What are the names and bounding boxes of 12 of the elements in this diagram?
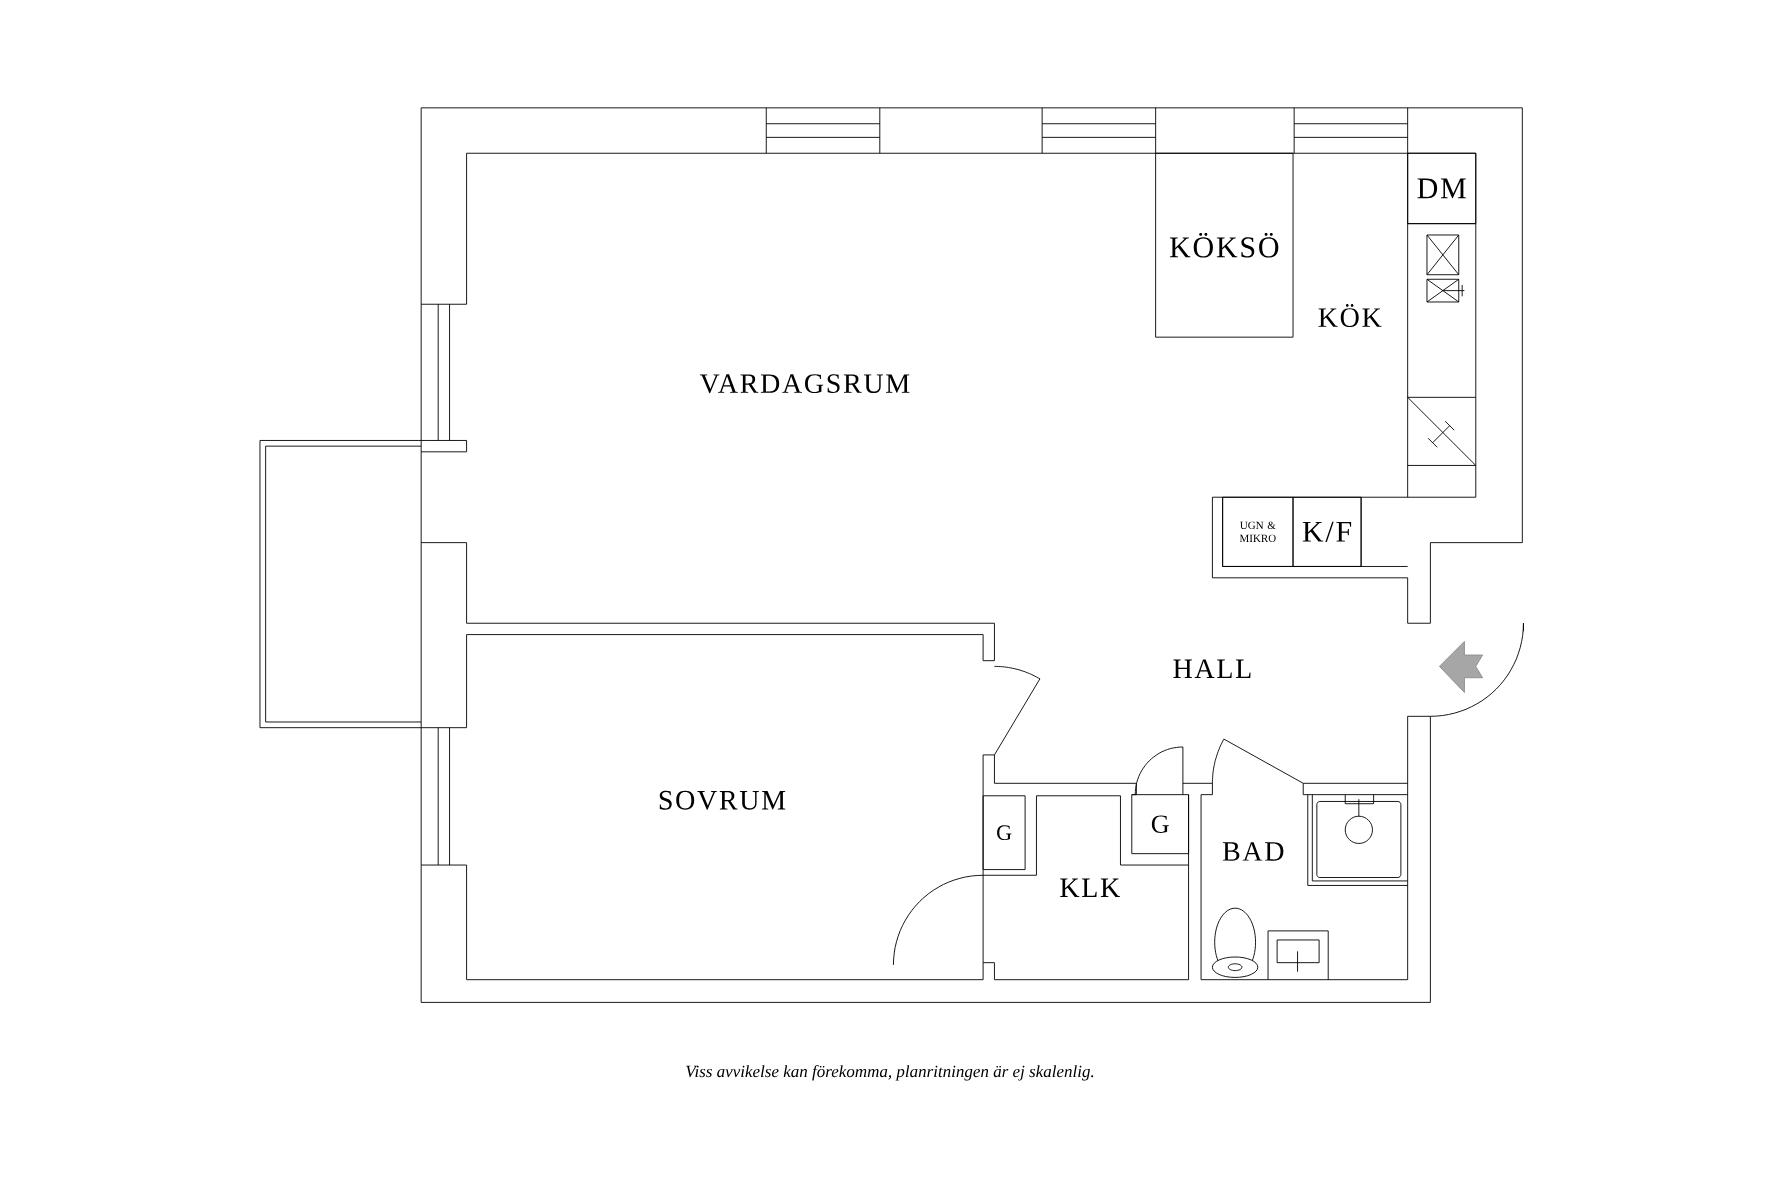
appliance-box: UGN & MIKRO	[1222, 496, 1294, 567]
cabinet-box: G	[1131, 794, 1190, 854]
room-label: VARDAGSRUM	[699, 374, 910, 393]
cabinet-box: K/F	[1292, 496, 1362, 567]
caption: Viss avvikelse kan förekomma, planritningen är ej skalenlig.	[686, 1064, 1094, 1081]
room-label: SOVRUM	[659, 790, 786, 810]
room-label: BAD	[1222, 841, 1284, 861]
room-label: KLK	[1060, 878, 1120, 897]
island-box: KÖKSÖ	[1155, 152, 1294, 338]
room-label: HALL	[1173, 659, 1251, 678]
cabinet-box: DM	[1407, 152, 1477, 224]
cabinet-box: G	[982, 795, 1026, 870]
